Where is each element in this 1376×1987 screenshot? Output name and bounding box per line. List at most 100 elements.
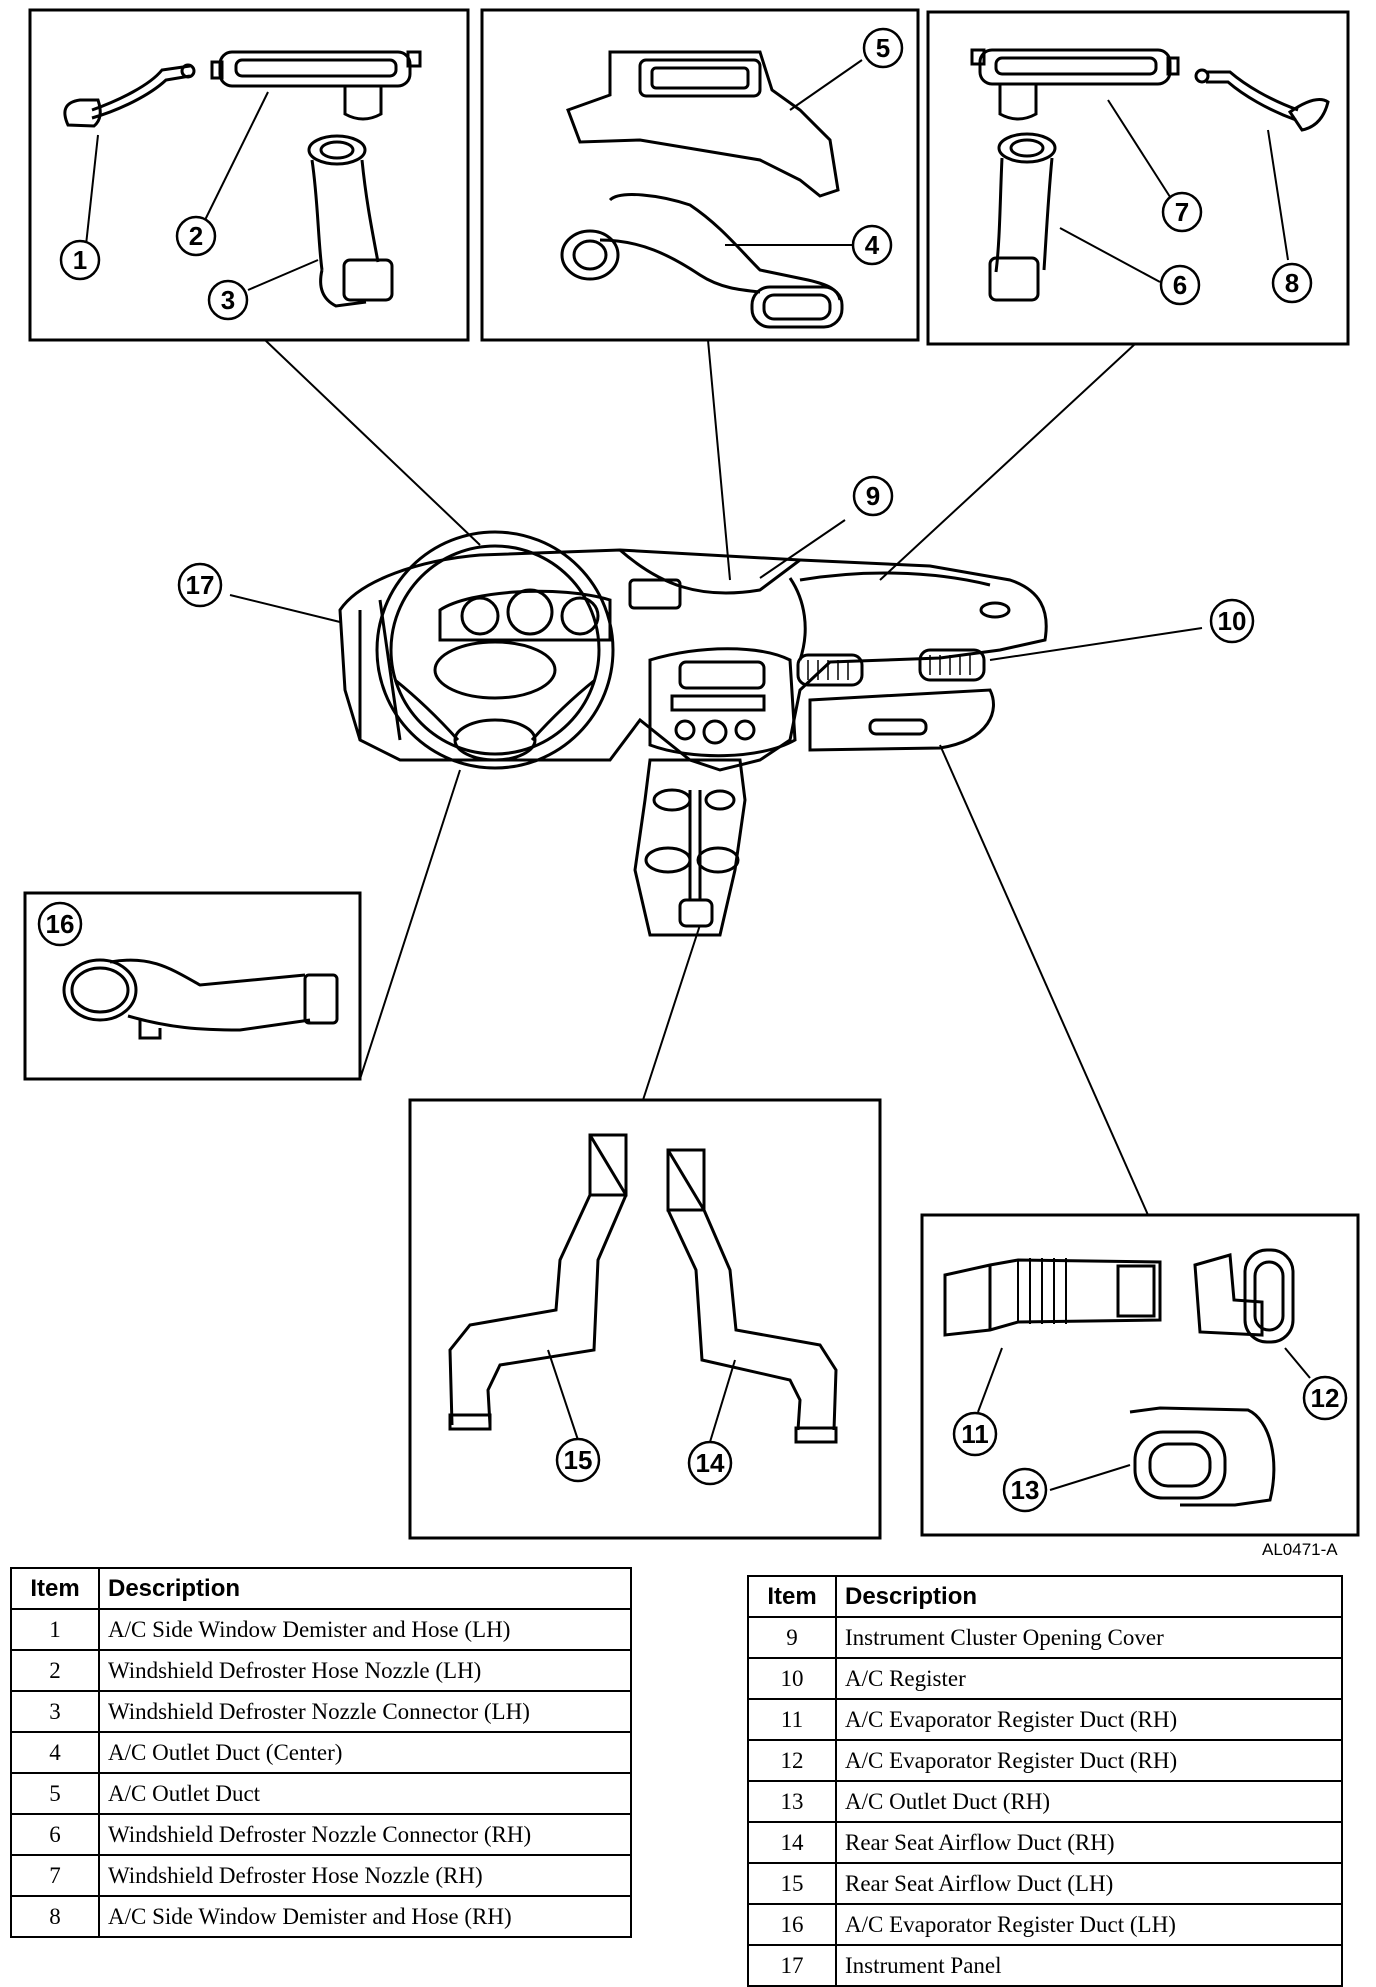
svg-text:15: 15 (564, 1445, 593, 1475)
item-description: Windshield Defroster Nozzle Connector (R… (98, 1813, 632, 1856)
svg-text:1: 1 (73, 245, 87, 275)
box2-arrows (725, 59, 863, 246)
ac-register-left (796, 653, 864, 687)
column-header-item: Item (747, 1575, 837, 1618)
callout-7: 7 (1161, 191, 1203, 233)
part-5-ac-outlet-duct (566, 50, 840, 198)
detail-box-right-defroster (926, 10, 1350, 346)
svg-text:11: 11 (961, 1419, 989, 1449)
item-number: 3 (10, 1690, 100, 1733)
svg-text:2: 2 (189, 221, 203, 251)
part-7-defroster-nozzle-rh (970, 48, 1180, 121)
column-header-description: Description (835, 1575, 1343, 1618)
part-14-rear-seat-duct-rh (666, 1148, 838, 1444)
leader-lines (264, 339, 1149, 1216)
callout-1: 1 (59, 239, 101, 281)
dashboard-arrows (229, 519, 1203, 661)
item-number: 2 (10, 1649, 100, 1692)
legend-header-row: Item Description (747, 1575, 1343, 1618)
item-description: A/C Evaporator Register Duct (LH) (835, 1903, 1343, 1946)
svg-text:4: 4 (865, 230, 880, 260)
item-description: Windshield Defroster Hose Nozzle (LH) (98, 1649, 632, 1692)
callout-8: 8 (1271, 262, 1313, 304)
part-15-rear-seat-duct-lh (448, 1133, 628, 1431)
rear-duct-arrows (547, 1349, 736, 1443)
legend-header-row: Item Description (10, 1567, 632, 1610)
detail-box-evaporator-duct-lh (23, 891, 362, 1081)
item-number: 9 (747, 1616, 837, 1659)
box3-arrows (1059, 99, 1289, 283)
part-11-evaporator-duct-rh (943, 1258, 1162, 1337)
instrument-panel-illustration (338, 530, 1048, 937)
svg-text:6: 6 (1173, 270, 1187, 300)
item-description: Windshield Defroster Nozzle Connector (L… (98, 1690, 632, 1733)
callout-4: 4 (851, 224, 893, 266)
column-header-description: Description (98, 1567, 632, 1610)
callout-14: 14 (687, 1440, 733, 1486)
detail-box-left-defroster (28, 8, 470, 342)
item-number: 8 (10, 1895, 100, 1938)
callout-13: 13 (1002, 1467, 1048, 1513)
part-2-defroster-nozzle-lh (210, 50, 422, 121)
column-header-item: Item (10, 1567, 100, 1610)
part-13-outlet-duct-rh (1129, 1406, 1276, 1507)
callout-11: 11 (952, 1411, 998, 1457)
item-number: 5 (10, 1772, 100, 1815)
item-number: 11 (747, 1698, 837, 1741)
callout-6: 6 (1159, 264, 1201, 306)
callout-5: 5 (862, 27, 904, 69)
item-number: 10 (747, 1657, 837, 1700)
rh-duct-arrows (977, 1347, 1311, 1491)
part-16-evaporator-duct-lh (62, 958, 339, 1040)
detail-box-rh-ducts (920, 1213, 1360, 1537)
svg-text:16: 16 (46, 909, 75, 939)
item-description: Windshield Defroster Hose Nozzle (RH) (98, 1854, 632, 1897)
detail-box-rear-seat-ducts (408, 1098, 882, 1540)
item-description: A/C Outlet Duct (98, 1772, 632, 1815)
item-number: 4 (10, 1731, 100, 1774)
svg-text:17: 17 (186, 570, 215, 600)
part-12-evaporator-duct-rh (1193, 1248, 1295, 1344)
callout-16: 16 (37, 901, 83, 947)
item-number: 16 (747, 1903, 837, 1946)
svg-text:8: 8 (1285, 268, 1299, 298)
part-1-demister-hose-lh (63, 63, 196, 128)
item-description: A/C Evaporator Register Duct (RH) (835, 1739, 1343, 1782)
svg-text:9: 9 (866, 481, 880, 511)
svg-text:5: 5 (876, 33, 890, 63)
item-description: A/C Side Window Demister and Hose (RH) (98, 1895, 632, 1938)
item-number: 6 (10, 1813, 100, 1856)
item-description: A/C Outlet Duct (Center) (98, 1731, 632, 1774)
item-description: A/C Outlet Duct (RH) (835, 1780, 1343, 1823)
item-description: A/C Evaporator Register Duct (RH) (835, 1698, 1343, 1741)
item-number: 1 (10, 1608, 100, 1651)
item-number: 13 (747, 1780, 837, 1823)
callout-9: 9 (852, 475, 894, 517)
item-number: 12 (747, 1739, 837, 1782)
item-number: 14 (747, 1821, 837, 1864)
steering-wheel (375, 530, 615, 770)
svg-text:13: 13 (1011, 1475, 1040, 1505)
callout-3: 3 (207, 279, 249, 321)
part-3-defroster-connector-lh (307, 134, 394, 308)
item-number: 15 (747, 1862, 837, 1905)
callouts: 1 2 3 4 5 6 7 8 9 10 11 12 13 14 15 16 1… (37, 27, 1348, 1513)
callout-2: 2 (175, 215, 217, 257)
callout-12: 12 (1302, 1375, 1348, 1421)
detail-box-center-outlet (480, 8, 920, 342)
part-6-defroster-connector-rh (988, 132, 1057, 302)
callout-15: 15 (555, 1437, 601, 1483)
